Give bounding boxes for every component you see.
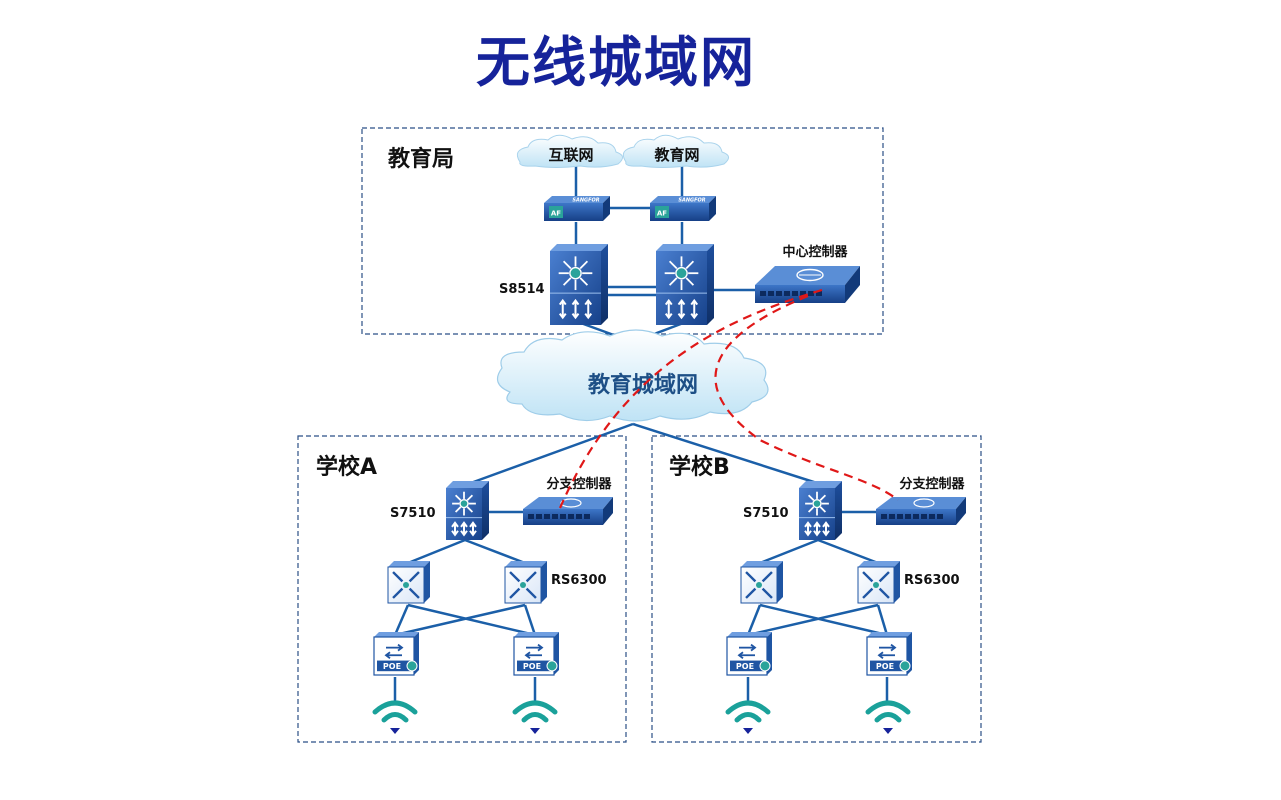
- link-a-sw-agg1: [407, 538, 466, 565]
- school-b-core-switch-ports-icon: [804, 521, 830, 537]
- core-switch-label: S8514: [499, 282, 545, 297]
- school-a-poe-switch-1-badge: POE: [383, 662, 401, 671]
- firewall-2-badge: AF: [657, 210, 667, 218]
- school-b-branch-controller: [876, 497, 966, 525]
- link-a-sw-agg2: [464, 538, 526, 565]
- school-devices: POE POE POE POE: [372, 481, 966, 734]
- metro-cloud-label: 教育城域网: [588, 372, 698, 398]
- school-b-wifi-ap-2-icon: [865, 700, 911, 734]
- core-switches: [550, 244, 714, 325]
- school-a-zone: [297, 435, 627, 743]
- central-controller-label: 中心控制器: [782, 244, 848, 260]
- core-switch-1: [550, 244, 608, 325]
- link-a-agg1-poe1: [393, 604, 410, 636]
- core-switch-1-ports-icon: [558, 298, 593, 320]
- links: [393, 166, 889, 703]
- school-b-poe-switch-1: POE: [726, 632, 772, 676]
- school-b-core-switch: [799, 481, 842, 540]
- school-b-poe-switch-2-exchange-icon: [877, 643, 897, 659]
- link-b-sw-agg2: [817, 538, 879, 565]
- firewall-2-badge-icon: [655, 206, 669, 218]
- school-b-poe-switch-1-badge: POE: [736, 662, 754, 671]
- school-b-agg-switch-1: [740, 561, 783, 604]
- core-switch-2-ports-icon: [664, 298, 699, 320]
- internet-cloud-label: 互联网: [548, 146, 593, 164]
- school-a-agg-label: RS6300: [551, 573, 607, 588]
- link-metro-school-a: [467, 422, 634, 486]
- tunnel-central-to-school-b: [714, 294, 899, 501]
- controller-logo-icon: [796, 268, 824, 282]
- edu-network-cloud-label: 教育网: [653, 146, 699, 164]
- school-b-wifi-ap-1-icon: [725, 700, 771, 734]
- school-a-switch-label: S7510: [390, 506, 436, 521]
- school-b-controller-label: 分支控制器: [899, 476, 965, 492]
- school-a-wifi-ap-1-icon: [372, 700, 418, 734]
- school-a-core-switch-star-icon: [452, 491, 476, 516]
- edu-network-cloud: 教育网: [622, 134, 729, 168]
- firewall-1-brand: SANGFOR: [572, 198, 599, 204]
- school-b-agg-switch-2: [857, 561, 900, 604]
- firewall-1-badge-icon: [549, 206, 563, 218]
- firewall-1: AF SANGFOR: [544, 196, 610, 221]
- school-b-label: 学校B: [669, 454, 730, 480]
- school-a-branch-controller-logo-icon: [560, 498, 582, 508]
- school-b-core-switch-star-icon: [805, 491, 829, 516]
- school-a-core-switch-ports-icon: [451, 521, 477, 537]
- school-a-poe-switch-1: POE: [373, 632, 419, 676]
- school-b-poe-switch-2: POE: [866, 632, 912, 676]
- core-switch-1-star-icon: [558, 256, 593, 291]
- link-b-agg2-poe1: [747, 603, 879, 637]
- metro-cloud: 教育城域网: [496, 329, 769, 422]
- school-b-zone: [651, 435, 982, 743]
- link-b-sw-agg1: [759, 538, 819, 565]
- school-b-poe-switch-2-shield-icon: [899, 660, 911, 672]
- school-b-poe-switch-2-badge: POE: [876, 662, 894, 671]
- school-b-poe-switch-1-exchange-icon: [737, 643, 757, 659]
- school-a-poe-switch-2-exchange-icon: [524, 643, 544, 659]
- bureau-label: 教育局: [388, 146, 454, 172]
- school-b-poe-switch-1-shield-icon: [759, 660, 771, 672]
- school-a-agg-switch-2-converge-icon: [509, 571, 537, 599]
- school-a-branch-controller: [523, 497, 613, 525]
- link-a-agg2-poe2: [523, 604, 537, 636]
- school-a-core-switch: [446, 481, 489, 540]
- school-a-agg-switch-2: [504, 561, 547, 604]
- school-a-poe-switch-2: POE: [513, 632, 559, 676]
- school-a-poe-switch-2-badge: POE: [523, 662, 541, 671]
- link-a-agg2-poe1: [394, 603, 526, 637]
- school-b-agg-switch-2-converge-icon: [862, 571, 890, 599]
- school-a-agg-switch-1: [387, 561, 430, 604]
- firewall-1-badge: AF: [551, 210, 561, 218]
- school-a-poe-switch-1-shield-icon: [406, 660, 418, 672]
- school-a-agg-switch-1-converge-icon: [392, 571, 420, 599]
- firewall-2: AF SANGFOR: [650, 196, 716, 221]
- internet-cloud: 互联网: [516, 134, 623, 168]
- school-b-agg-switch-1-converge-icon: [745, 571, 773, 599]
- central-controller: 中心控制器: [755, 244, 860, 303]
- school-a-controller-label: 分支控制器: [546, 476, 612, 492]
- firewall-2-brand: SANGFOR: [678, 198, 705, 204]
- link-a-agg1-poe2: [407, 603, 536, 637]
- school-b-branch-controller-logo-icon: [913, 498, 935, 508]
- link-metro-school-b: [632, 422, 821, 486]
- school-a-poe-switch-1-exchange-icon: [384, 643, 404, 659]
- link-b-agg1-poe2: [759, 603, 888, 637]
- link-b-agg1-poe1: [746, 604, 762, 636]
- core-switch-2: [656, 244, 714, 325]
- core-switch-2-star-icon: [664, 256, 699, 291]
- link-b-agg2-poe2: [876, 604, 889, 636]
- school-a-label: 学校A: [316, 454, 377, 480]
- school-a-wifi-ap-2-icon: [512, 700, 558, 734]
- school-b-agg-label: RS6300: [904, 573, 960, 588]
- page-title: 无线城域网: [476, 31, 756, 94]
- control-tunnels: [558, 288, 899, 509]
- school-a-poe-switch-2-shield-icon: [546, 660, 558, 672]
- school-b-switch-label: S7510: [743, 506, 789, 521]
